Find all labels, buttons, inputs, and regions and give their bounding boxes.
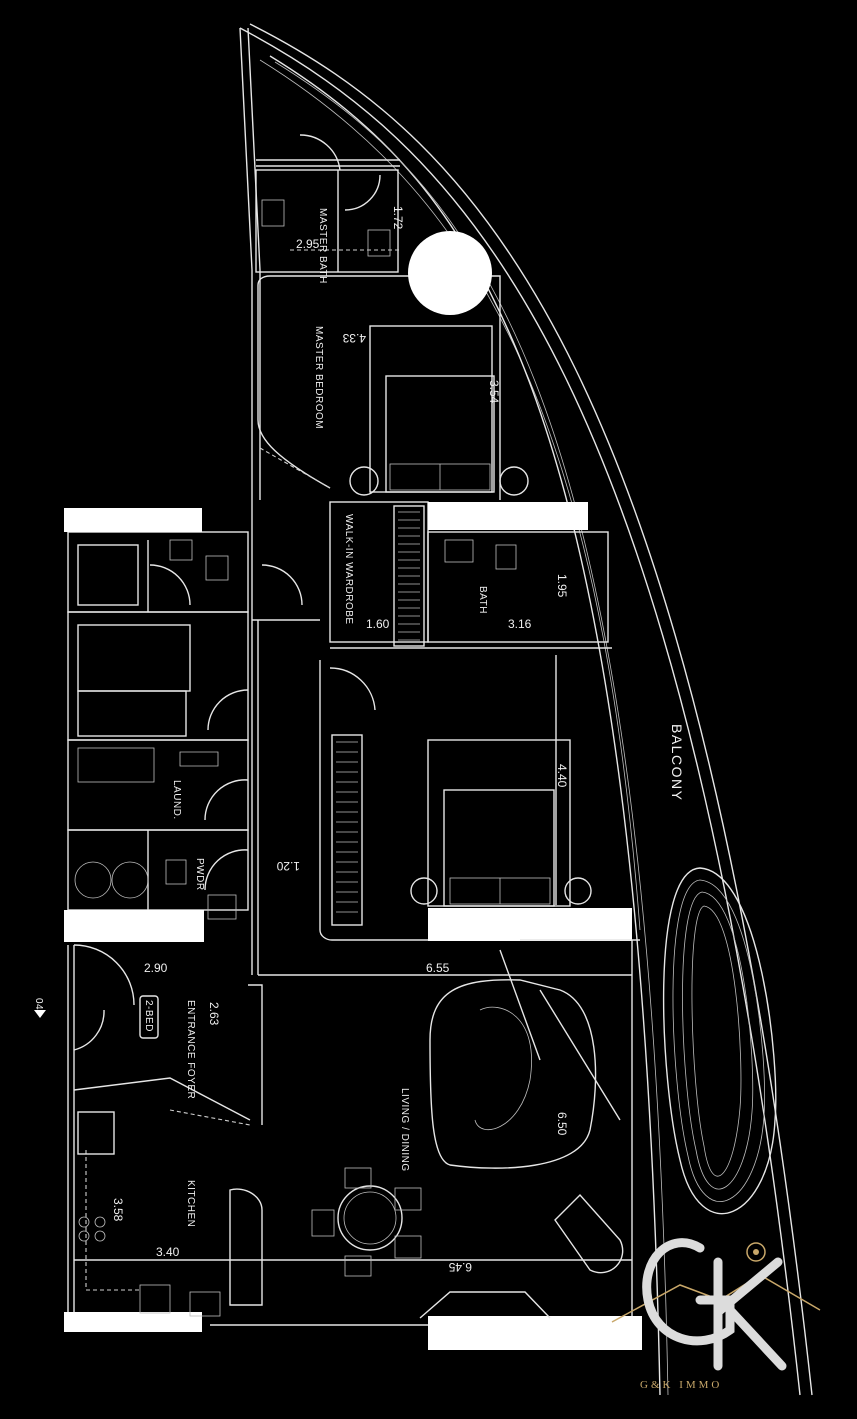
dim-foyer-depth: 2.63: [207, 1002, 221, 1026]
section-marker: 04: [33, 998, 44, 1010]
room-label-laundry: LAUND.: [171, 780, 182, 820]
room-label-living-dining: LIVING / DINING: [399, 1088, 410, 1172]
doors: [73, 134, 381, 1051]
dim-corridor-width: 1.20: [276, 859, 300, 873]
dim-master-bedroom-width: 4.33: [342, 331, 366, 345]
dim-master-bedroom-depth: 3.54: [487, 380, 501, 404]
furniture: [74, 199, 640, 1319]
dim-bath-depth: 1.95: [555, 574, 569, 598]
dashed-lines: [85, 249, 400, 1291]
room-label-bath: BATH: [477, 586, 488, 614]
room-label-master-bath: MASTER BATH: [317, 208, 328, 284]
dim-bedroom2-depth: 4.40: [555, 764, 569, 788]
dim-master-bath-depth: 1.72: [391, 206, 405, 230]
balcony-pool: [662, 867, 777, 1215]
dim-bath-width: 3.16: [508, 617, 532, 631]
unit-tag: 2-BED: [143, 1000, 154, 1032]
walls: [67, 27, 633, 1326]
section-arrow-icon: [34, 1010, 46, 1018]
dim-master-bath-width: 2.95: [296, 237, 320, 251]
dim-kitchen-depth: 3.58: [111, 1198, 125, 1222]
room-label-walk-in-wardrobe: WALK-IN WARDROBE: [343, 514, 354, 625]
room-labels: MASTER BATH MASTER BEDROOM WALK-IN WARDR…: [33, 208, 685, 1227]
dim-living-width: 6.55: [426, 961, 450, 975]
dim-foyer-width: 2.90: [144, 961, 168, 975]
room-label-entrance-foyer: ENTRANCE FOYER: [185, 1000, 196, 1099]
gk-immo-logo: G&K IMMO: [611, 1238, 821, 1391]
dim-wardrobe-width: 1.60: [366, 617, 390, 631]
dim-dining-width: 6.45: [448, 1260, 472, 1274]
room-label-master-bedroom: MASTER BEDROOM: [313, 326, 324, 429]
room-label-kitchen: KITCHEN: [185, 1180, 196, 1227]
dim-living-depth: 6.50: [555, 1112, 569, 1136]
dim-kitchen-width: 3.40: [156, 1245, 180, 1259]
logo-text: G&K IMMO: [640, 1379, 722, 1391]
flower-icon: [746, 1242, 766, 1262]
room-label-balcony: BALCONY: [669, 724, 685, 801]
dimension-labels: 2.95 1.72 4.33 3.54 1.60 3.16 1.95 4.40 …: [111, 206, 569, 1274]
slabs: [64, 231, 642, 1350]
room-label-powder: PWDR: [194, 858, 205, 891]
